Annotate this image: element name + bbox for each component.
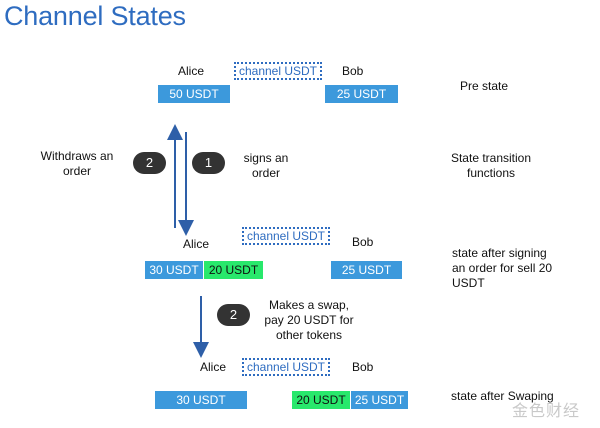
- step-1-pill: 1: [192, 152, 225, 174]
- bob-label-pre: Bob: [342, 64, 364, 78]
- bob-label-swapped: Bob: [352, 360, 374, 374]
- alice-balance-swapped: 30 USDT: [155, 391, 247, 409]
- alice-label-pre: Alice: [178, 64, 205, 78]
- watermark-text: 金色财经: [512, 403, 581, 420]
- step-2-pill: 2: [133, 152, 166, 174]
- sign-note: signs an order: [243, 151, 289, 180]
- bob-balance-swapped: 25 USDT: [351, 391, 408, 409]
- alice-balance-pre: 50 USDT: [158, 85, 230, 103]
- bob-received-swapped: 20 USDT: [292, 391, 350, 409]
- alice-order-signed: 20 USDT: [204, 261, 263, 279]
- channel-box-signed: channel USDT: [242, 227, 330, 245]
- bob-balance-pre: 25 USDT: [325, 85, 398, 103]
- withdraw-note: Withdraws an order: [40, 149, 114, 178]
- alice-label-swapped: Alice: [200, 360, 227, 374]
- channel-box-swapped: channel USDT: [242, 358, 330, 376]
- channel-box-pre: channel USDT: [234, 62, 322, 80]
- bob-balance-signed: 25 USDT: [331, 261, 402, 279]
- transition-label: State transition functions: [450, 151, 532, 180]
- page-title: Channel States: [4, 1, 186, 31]
- alice-balance-signed: 30 USDT: [145, 261, 203, 279]
- signed-state-label: state after signing an order for sell 20…: [452, 246, 553, 290]
- pre-state-label: Pre state: [460, 79, 509, 93]
- swap-step-pill: 2: [217, 304, 250, 326]
- alice-label-signed: Alice: [183, 237, 210, 251]
- bob-label-signed: Bob: [352, 235, 374, 249]
- swapped-state-label: state after Swaping: [451, 389, 554, 403]
- swap-note: Makes a swap, pay 20 USDT for other toke…: [264, 298, 354, 342]
